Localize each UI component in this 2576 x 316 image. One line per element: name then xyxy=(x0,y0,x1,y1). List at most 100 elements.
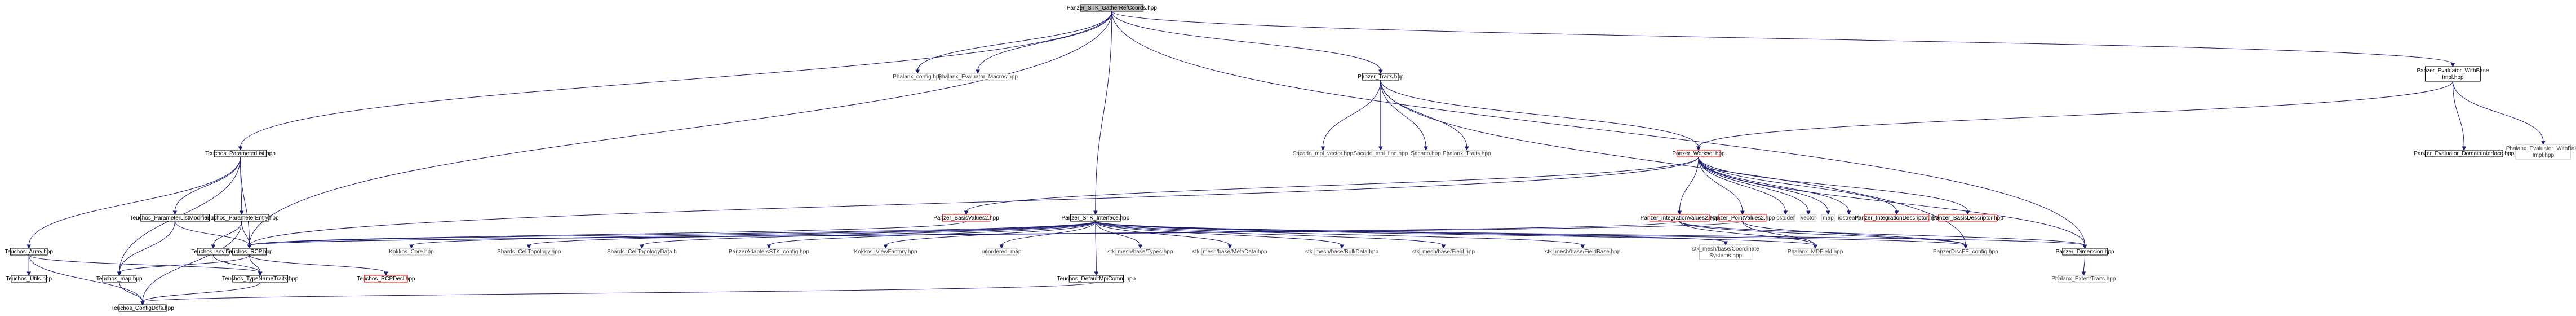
node-label: Shards_CellTopologyData.h xyxy=(607,249,677,255)
node-array[interactable]: Teuchos_Array.hpp xyxy=(5,248,54,256)
edge-line xyxy=(2452,81,2464,148)
edge-line xyxy=(28,254,261,273)
edge-evalwbi-to-phx_evalwbi xyxy=(2452,81,2546,146)
edge-line xyxy=(1111,11,2453,64)
node-traits[interactable]: Panzer_Traits.hpp xyxy=(1358,73,1404,81)
node-label: Teuchos_map.hpp xyxy=(96,276,143,282)
node-dimension[interactable]: Panzer_Dimension.hpp xyxy=(2056,248,2114,256)
node-label: vector xyxy=(1801,215,1816,221)
node-intdesc[interactable]: Panzer_IntegrationDescriptor.hpp xyxy=(1855,214,1939,222)
node-exttraits: Phalanx_ExtentTraits.hpp xyxy=(2051,275,2116,283)
node-box xyxy=(2424,66,2481,82)
node-box xyxy=(1821,214,1835,222)
node-cstddef: cstddef xyxy=(1776,214,1795,222)
node-basisvalues2[interactable]: Panzer_BasisValues2.hpp xyxy=(933,214,999,222)
edge-line xyxy=(1095,11,1112,212)
node-root[interactable]: Panzer_STK_GatherRefCoords.hpp xyxy=(1067,4,1158,12)
node-stk_meta: stk_mesh/base/MetaData.hpp xyxy=(1192,248,1267,256)
node-label: stk_mesh/base/MetaData.hpp xyxy=(1192,249,1267,255)
node-label: Panzer_STK_GatherRefCoords.hpp xyxy=(1067,5,1158,11)
node-box xyxy=(10,248,48,256)
edge-array-to-utils xyxy=(26,254,32,276)
node-utils[interactable]: Teuchos_Utils.hpp xyxy=(6,275,52,283)
node-typenametraits[interactable]: Teuchos_TypeNameTraits.hpp xyxy=(222,275,299,283)
node-mpl_vector: Sacado_mpl_vector.hpp xyxy=(1293,150,1354,157)
node-paramlist[interactable]: Teuchos_ParameterList.hpp xyxy=(205,150,276,157)
node-stk_interface[interactable]: Panzer_STK_Interface.hpp xyxy=(1062,214,1130,222)
edge-line xyxy=(1095,221,1444,246)
node-box xyxy=(1677,150,1721,157)
edge-line xyxy=(1679,156,1699,212)
node-evaldi[interactable]: Panzer_Evaluator_DomainInterface.hpp xyxy=(2414,150,2515,157)
edge-traits-to-mpl_find xyxy=(1378,80,1383,151)
edge-arrowhead xyxy=(1340,244,1344,249)
edge-line xyxy=(249,254,387,273)
node-box xyxy=(1938,214,1998,222)
edge-arrowhead xyxy=(1464,146,1469,151)
node-configdefs[interactable]: Teuchos_ConfigDefs.hpp xyxy=(111,304,174,312)
edge-arrowhead xyxy=(1441,244,1446,249)
node-box xyxy=(1068,275,1124,283)
node-workset[interactable]: Panzer_Workset.hpp xyxy=(1672,150,1725,157)
edge-arrowhead xyxy=(1378,69,1383,74)
edge-paramlist-to-array xyxy=(26,156,241,249)
node-any[interactable]: Teuchos_any.hpp xyxy=(192,248,236,256)
node-label: Panzer_Traits.hpp xyxy=(1358,74,1404,80)
node-box xyxy=(2424,150,2503,157)
node-tmap[interactable]: Teuchos_map.hpp xyxy=(96,275,143,283)
edge-stk_interface-to-stk_fieldbase xyxy=(1095,221,1585,249)
node-box xyxy=(1080,4,1144,12)
node-label: Kokkos_ViewFactory.hpp xyxy=(854,249,917,255)
node-pentry[interactable]: Teuchos_ParameterEntry.hpp xyxy=(205,214,279,222)
edge-traits-to-workset xyxy=(1380,80,1701,151)
edge-arrowhead xyxy=(409,244,414,249)
node-rcp[interactable]: Teuchos_RCP.hpp xyxy=(227,248,273,256)
edge-line xyxy=(28,254,143,302)
edge-line xyxy=(917,11,1112,71)
node-label: Panzer_BasisDescriptor.hpp xyxy=(1932,215,2004,221)
edge-line xyxy=(1380,80,1426,148)
edge-arrowhead xyxy=(1813,244,1817,249)
edge-line xyxy=(241,221,250,246)
edge-arrowhead xyxy=(526,244,531,249)
node-intvalues2[interactable]: Panzer_IntegrationValues2.hpp xyxy=(1641,214,1719,222)
node-defaultmpi[interactable]: Teuchos_DefaultMpiComm.hpp xyxy=(1057,275,1136,283)
node-box xyxy=(1699,244,1753,260)
edge-line xyxy=(142,282,261,302)
edge-line xyxy=(1698,156,1809,212)
node-phx_macros: Phalanx_Evaluator_Macros.hpp xyxy=(938,73,1018,81)
edge-arrowhead xyxy=(915,69,920,74)
node-label: Panzer_Workset.hpp xyxy=(1672,151,1725,157)
edge-root-to-stk_interface xyxy=(1093,11,1112,216)
node-label: Sacado_mpl_vector.hpp xyxy=(1293,151,1354,157)
edge-line xyxy=(142,221,242,302)
node-label: Teuchos_Utils.hpp xyxy=(6,276,52,282)
node-map: map xyxy=(1821,214,1835,222)
edge-root-to-evalwbi xyxy=(1111,11,2455,68)
edge-stk_interface-to-defaultmpi xyxy=(1094,221,1099,276)
edge-evalwbi-to-evaldi xyxy=(2452,81,2467,151)
node-box xyxy=(232,248,267,256)
edge-rcp-to-typenametraits xyxy=(249,254,263,276)
edge-arrowhead xyxy=(1677,210,1682,216)
dependency-edges xyxy=(26,11,2546,306)
node-label: stk_mesh/base/BulkData.hpp xyxy=(1305,249,1379,255)
edge-plist_mod-to-tmap xyxy=(117,221,175,276)
edge-line xyxy=(1698,156,1897,212)
node-box xyxy=(1314,248,1369,256)
node-plist_mod[interactable]: Teuchos_ParameterListModifier.hpp xyxy=(130,214,220,222)
node-box xyxy=(1839,214,1859,222)
edge-line xyxy=(1095,221,1097,273)
node-basisdesc[interactable]: Panzer_BasisDescriptor.hpp xyxy=(1932,214,2004,222)
node-label: Teuchos_ParameterList.hpp xyxy=(205,151,276,157)
edge-line xyxy=(1095,221,1230,246)
node-rcpdecl[interactable]: Teuchos_RCPDecl.hpp xyxy=(357,275,415,283)
edge-workset-to-basisvalues2 xyxy=(964,156,1699,216)
node-label: Teuchos_ParameterEntry.hpp xyxy=(205,215,279,221)
node-label: Systems.hpp xyxy=(1709,253,1742,259)
node-pointvalues2[interactable]: Panzer_PointValues2.hpp xyxy=(1710,214,1775,222)
edge-stk_interface-to-stk_field xyxy=(1095,221,1446,249)
edge-line xyxy=(1111,11,2086,246)
node-box xyxy=(2062,248,2108,256)
